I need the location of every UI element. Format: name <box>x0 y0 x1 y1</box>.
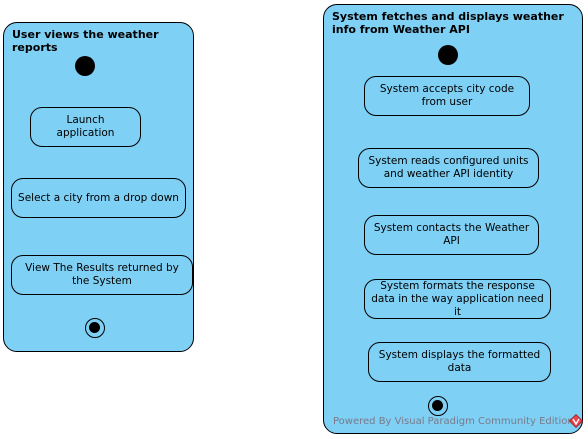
partition-title: System fetches and displays weather info… <box>332 10 564 36</box>
watermark: Powered By Visual Paradigm Community Edi… <box>333 416 574 427</box>
visual-paradigm-logo-icon <box>569 414 583 428</box>
initial-node <box>438 45 458 65</box>
action-launch-application: Launch application <box>30 107 141 147</box>
action-view-results: View The Results returned by the System <box>11 255 193 295</box>
partition-title: User views the weather reports <box>12 28 159 54</box>
action-select-city: Select a city from a drop down <box>11 178 186 218</box>
initial-node <box>75 56 95 76</box>
action-format-response: System formats the response data in the … <box>364 279 551 319</box>
final-node <box>85 318 105 338</box>
final-node <box>428 396 448 416</box>
action-contact-weather-api: System contacts the Weather API <box>364 215 539 255</box>
action-display-formatted-data: System displays the formatted data <box>368 342 551 382</box>
action-accept-city-code: System accepts city code from user <box>364 76 530 116</box>
action-read-configured-units: System reads configured units and weathe… <box>358 148 539 188</box>
